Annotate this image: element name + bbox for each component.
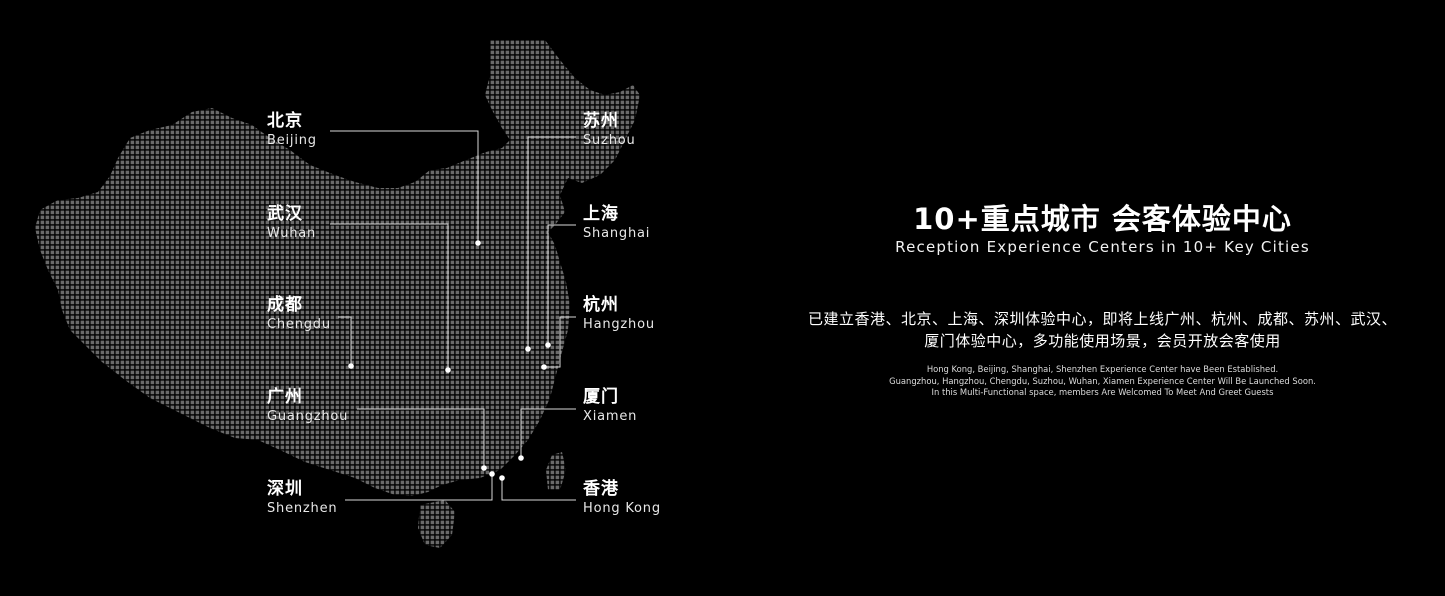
city-name-cn: 苏州 bbox=[583, 111, 619, 131]
city-name-en: Suzhou bbox=[583, 133, 636, 148]
description-en: Hong Kong, Beijing, Shanghai, Shenzhen E… bbox=[760, 364, 1445, 399]
city-name-en: Guangzhou bbox=[267, 409, 349, 424]
connector-hangzhou bbox=[544, 316, 576, 368]
connector-xiamen bbox=[520, 408, 576, 458]
connector-lines bbox=[330, 130, 576, 501]
marker-guangzhou bbox=[481, 465, 487, 471]
marker-shenzhen bbox=[489, 471, 495, 477]
city-name-cn: 广州 bbox=[267, 387, 303, 407]
city-name-en: Shenzhen bbox=[267, 501, 338, 516]
headline-cn: 10+重点城市 会客体验中心 bbox=[913, 202, 1292, 236]
marker-shanghai bbox=[545, 342, 551, 348]
connector-guangzhou bbox=[357, 408, 485, 468]
marker-beijing bbox=[475, 240, 481, 246]
city-label-shenzhen: 深圳 Shenzhen bbox=[267, 479, 338, 516]
city-label-xiamen: 厦门 Xiamen bbox=[583, 387, 638, 424]
marker-wuhan bbox=[445, 367, 451, 373]
connector-suzhou bbox=[527, 136, 576, 349]
connector-beijing bbox=[330, 130, 479, 243]
city-markers bbox=[348, 240, 551, 481]
description-cn: 已建立香港、北京、上海、深圳体验中心，即将上线广州、杭州、成都、苏州、武汉、 厦… bbox=[760, 308, 1445, 352]
city-name-cn: 成都 bbox=[267, 295, 303, 315]
description-cn-line: 已建立香港、北京、上海、深圳体验中心，即将上线广州、杭州、成都、苏州、武汉、 bbox=[807, 310, 1397, 328]
connector-shenzhen bbox=[345, 474, 493, 501]
city-label-beijing: 北京 Beijing bbox=[267, 111, 317, 148]
connector-chengdu bbox=[338, 316, 352, 366]
info-panel: 10+重点城市 会客体验中心 Reception Experience Cent… bbox=[760, 202, 1445, 399]
description-en-line: In this Multi-Functional space, members … bbox=[931, 387, 1274, 397]
city-label-suzhou: 苏州 Suzhou bbox=[583, 111, 636, 148]
city-label-chengdu: 成都 Chengdu bbox=[267, 295, 331, 332]
connector-shanghai bbox=[547, 224, 576, 345]
city-name-cn: 深圳 bbox=[267, 479, 303, 499]
city-name-cn: 香港 bbox=[583, 479, 619, 499]
city-name-cn: 武汉 bbox=[267, 204, 303, 224]
city-name-en: Xiamen bbox=[583, 409, 638, 424]
city-label-shanghai: 上海 Shanghai bbox=[583, 204, 651, 241]
city-name-cn: 上海 bbox=[583, 204, 619, 224]
description-cn-line: 厦门体验中心，多功能使用场景，会员开放会客使用 bbox=[924, 332, 1281, 350]
city-name-cn: 杭州 bbox=[583, 295, 619, 315]
city-label-hongkong: 香港 Hong Kong bbox=[583, 479, 661, 516]
city-name-en: Shanghai bbox=[583, 226, 651, 241]
marker-chengdu bbox=[348, 363, 354, 369]
city-name-en: Hong Kong bbox=[583, 501, 661, 516]
city-name-en: Hangzhou bbox=[583, 317, 655, 332]
city-name-en: Chengdu bbox=[267, 317, 331, 332]
marker-suzhou bbox=[525, 346, 531, 352]
connector-hongkong bbox=[501, 478, 576, 501]
description-en-line: Guangzhou, Hangzhou, Chengdu, Suzhou, Wu… bbox=[889, 375, 1316, 386]
city-name-cn: 厦门 bbox=[583, 387, 619, 407]
city-label-guangzhou: 广州 Guangzhou bbox=[267, 387, 349, 424]
description-en-line: Hong Kong, Beijing, Shanghai, Shenzhen E… bbox=[926, 364, 1279, 374]
city-label-wuhan: 武汉 Wuhan bbox=[267, 204, 317, 241]
city-name-en: Beijing bbox=[267, 133, 317, 148]
marker-hongkong bbox=[499, 475, 505, 481]
headline-en: Reception Experience Centers in 10+ Key … bbox=[895, 238, 1310, 256]
marker-hangzhou bbox=[541, 364, 547, 370]
city-name-en: Wuhan bbox=[267, 226, 317, 241]
city-name-cn: 北京 bbox=[267, 111, 303, 131]
city-label-hangzhou: 杭州 Hangzhou bbox=[583, 295, 655, 332]
connector-wuhan bbox=[330, 223, 449, 370]
marker-xiamen bbox=[518, 455, 524, 461]
